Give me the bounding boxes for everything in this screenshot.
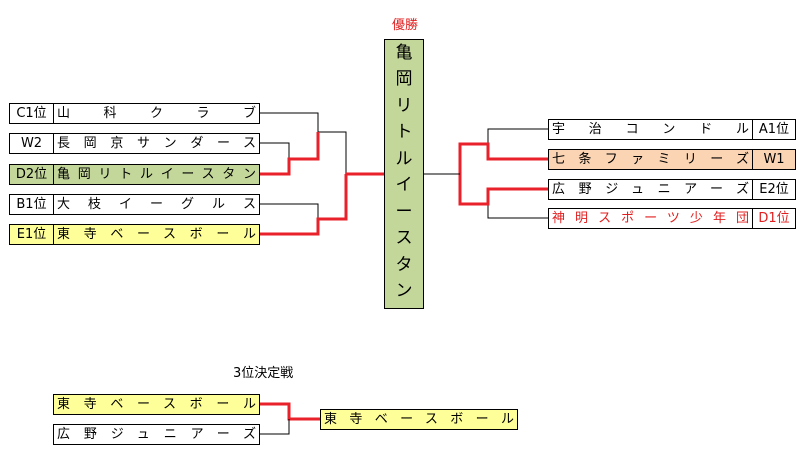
third-winner: 東寺ベースボール — [320, 409, 518, 430]
champion-char: ー — [395, 201, 413, 222]
champion-char: タ — [395, 254, 413, 275]
line-w1-win — [458, 142, 548, 174]
seed-right-4: D1位 — [752, 208, 796, 229]
seed-left-2: W2 — [9, 133, 54, 154]
seed-right-1: A1位 — [752, 119, 796, 140]
seed-right-3: E2位 — [752, 179, 796, 200]
team-left-3: 亀岡リトルイースタン — [53, 164, 260, 185]
champion-char: イ — [395, 175, 413, 196]
champion-char: ス — [395, 228, 413, 249]
seed-left-1: C1位 — [9, 103, 54, 124]
champion-char: 岡 — [395, 69, 413, 90]
team-right-1: 宇治コンドル — [548, 119, 753, 140]
champion-char: リ — [395, 95, 413, 116]
team-left-4: 大枝イーグルス — [53, 194, 260, 215]
team-right-2: 七条ファミリーズ — [548, 149, 753, 170]
team-right-4: 神明スポーツ少年団 — [548, 208, 753, 229]
line-third-lose — [260, 419, 290, 435]
line-left-top-to-final — [318, 131, 347, 174]
team-left-1: 山 科 ク ラ ブ — [53, 103, 260, 124]
line-c1 — [260, 112, 319, 132]
seed-left-5: E1位 — [9, 224, 54, 245]
third-place-title: 3位決定戦 — [233, 366, 294, 381]
champion-char: 亀 — [395, 43, 413, 63]
team-right-3: 広野ジュニアーズ — [548, 179, 753, 200]
line-a1 — [487, 128, 548, 144]
team-left-5: 東寺ベースボール — [53, 224, 260, 245]
seed-left-4: B1位 — [9, 194, 54, 215]
line-e2-win — [458, 174, 548, 206]
line-third-win — [260, 402, 320, 421]
line-d2-win — [260, 132, 320, 176]
line-d1 — [487, 204, 548, 219]
line-w2 — [260, 142, 290, 159]
line-e1-win — [260, 174, 348, 236]
champion-box: 亀 岡 リ ト ル イ ー ス タ ン — [384, 39, 424, 309]
line-b1 — [260, 203, 319, 219]
champion-char: ト — [395, 122, 413, 143]
third-team-2: 広野ジュニアーズ — [53, 424, 260, 445]
third-team-1: 東寺ベースボール — [53, 394, 260, 415]
champion-char: ル — [395, 148, 413, 169]
champion-char: ン — [395, 280, 413, 301]
seed-left-3: D2位 — [9, 164, 54, 185]
champion-title: 優勝 — [391, 18, 418, 33]
team-left-2: 長岡京サンダース — [53, 133, 260, 154]
seed-right-2: W1 — [752, 149, 796, 170]
